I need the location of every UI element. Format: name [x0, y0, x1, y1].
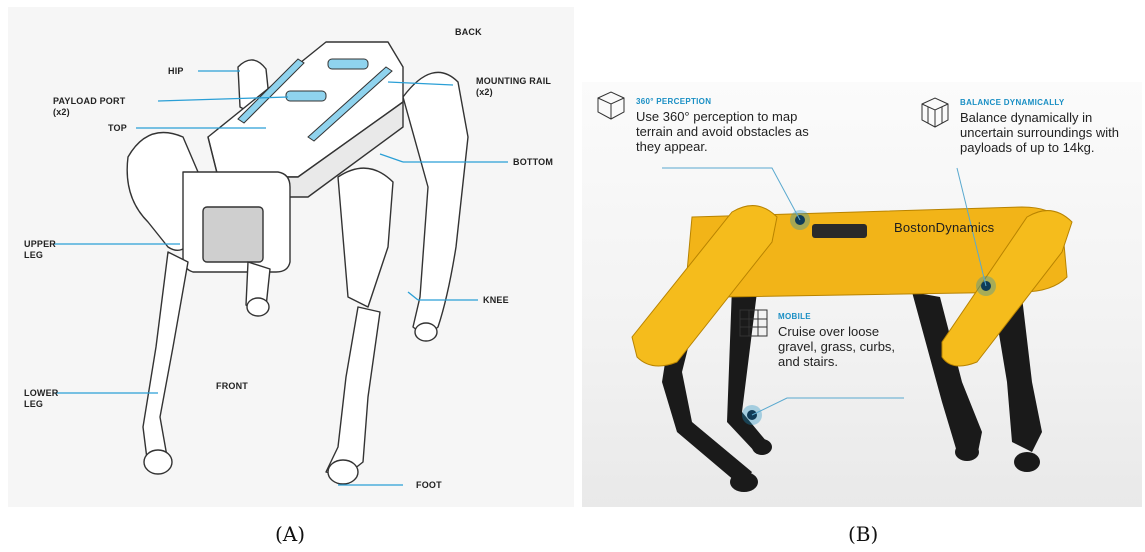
- label-payload-port: PAYLOAD PORT (x2): [53, 96, 125, 118]
- panel-b-photo: 360° PERCEPTION Use 360° perception to m…: [582, 82, 1142, 507]
- boston-dynamics-brand: BostonDynamics: [894, 220, 994, 235]
- front-left-lower-leg: [143, 252, 188, 467]
- label-front: FRONT: [216, 381, 248, 392]
- rear-right-foot: [415, 323, 437, 341]
- front-sensor-strip: [812, 224, 867, 238]
- label-knee: KNEE: [483, 295, 509, 306]
- panel-a-line-drawing: BACK HIP PAYLOAD PORT (x2) TOP MOUNTING …: [8, 7, 574, 507]
- front-right-upper-leg: [338, 168, 393, 307]
- label-bottom: BOTTOM: [513, 157, 553, 168]
- label-foot: FOOT: [416, 480, 442, 491]
- perception-text: Use 360° perception to map terrain and a…: [636, 109, 836, 154]
- leader-bottom-a: [380, 154, 403, 162]
- callout-perception: [662, 168, 800, 220]
- callout-mobile: [752, 398, 904, 415]
- front-right-lower-leg: [326, 307, 380, 477]
- payload-port-2: [286, 91, 326, 101]
- balance-text: Balance dynamically in uncertain surroun…: [960, 110, 1140, 155]
- rear-left-lower-leg: [727, 287, 767, 454]
- body-top: [208, 42, 403, 177]
- foot-3: [955, 443, 979, 461]
- label-back: BACK: [455, 27, 482, 38]
- label-lower-leg: LOWER LEG: [24, 388, 59, 410]
- rear-left-foot: [247, 298, 269, 316]
- leader-knee-a: [408, 292, 418, 300]
- rear-right-leg: [403, 72, 468, 337]
- front-sensor: [203, 207, 263, 262]
- foot-1: [730, 472, 758, 492]
- label-hip: HIP: [168, 66, 184, 77]
- label-top: TOP: [108, 123, 127, 134]
- label-mounting-rail: MOUNTING RAIL (x2): [476, 76, 551, 98]
- caption-a: (A): [275, 522, 305, 546]
- perception-cube-icon: [598, 92, 624, 119]
- perception-title: 360° PERCEPTION: [636, 97, 711, 106]
- foot-4: [1014, 452, 1040, 472]
- mobile-title: MOBILE: [778, 312, 811, 321]
- balance-title: BALANCE DYNAMICALLY: [960, 98, 1065, 107]
- front-left-foot: [144, 450, 172, 474]
- foot-2: [752, 439, 772, 455]
- payload-port-1: [328, 59, 368, 69]
- balance-cube-icon: [922, 98, 948, 127]
- label-upper-leg: UPPER LEG: [24, 239, 56, 261]
- front-right-foot: [328, 460, 358, 484]
- caption-b: (B): [848, 522, 878, 546]
- mobile-text: Cruise over loose gravel, grass, curbs, …: [778, 324, 918, 369]
